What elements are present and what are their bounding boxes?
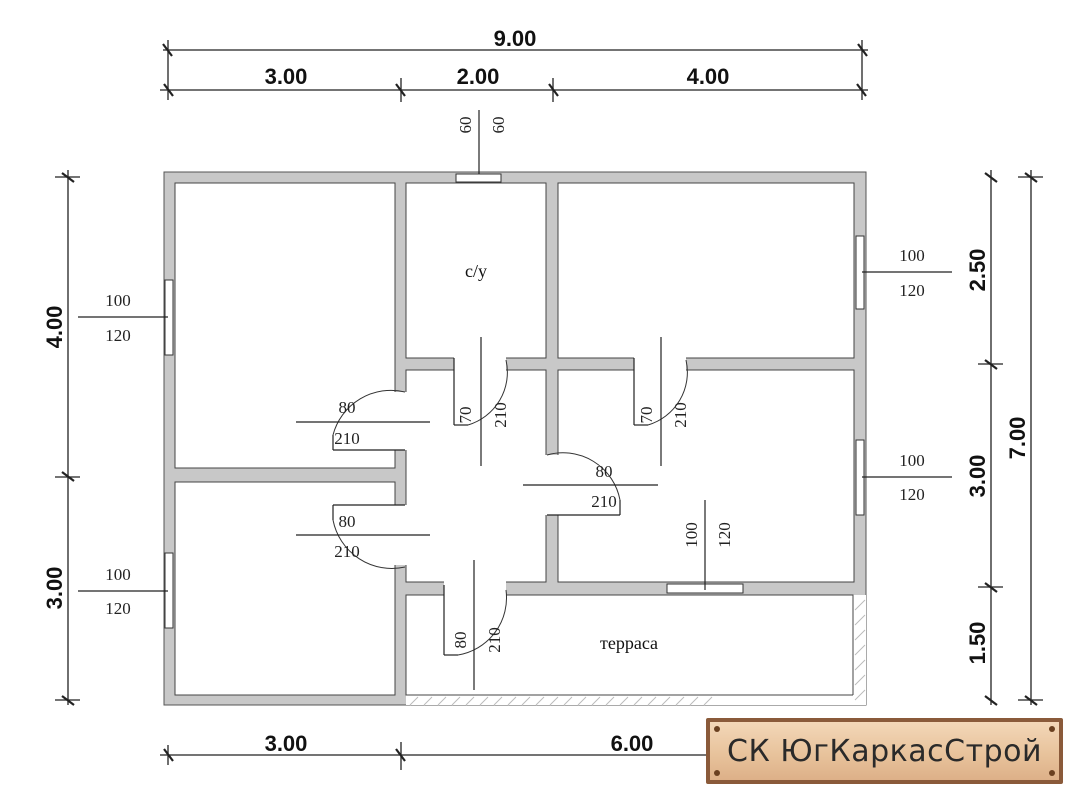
- rivet-icon: [1049, 770, 1055, 776]
- dim-right-lower: 1.50: [965, 622, 990, 665]
- right-dimensions: 2.50 3.00 1.50 7.00: [965, 170, 1043, 706]
- rivet-icon: [714, 770, 720, 776]
- window-right-upper-height: 120: [899, 281, 925, 300]
- company-logo-text: СК ЮгКаркасСтрой: [727, 733, 1042, 769]
- dim-left-upper: 4.00: [42, 306, 67, 349]
- room-label-terrace: терраса: [600, 633, 658, 653]
- dim-top-middle: 2.00: [457, 64, 500, 89]
- dim-bottom-right: 6.00: [611, 731, 654, 756]
- door-right-side-width: 80: [596, 462, 613, 481]
- window-inner-width: 100: [682, 522, 701, 548]
- door-left-lower-height: 210: [334, 542, 360, 561]
- room-terrace: [405, 594, 854, 696]
- dim-right-middle: 3.00: [965, 455, 990, 498]
- door-right-top-width: 70: [637, 407, 656, 424]
- terrace-open-edge: [406, 595, 866, 706]
- dim-top-left: 3.00: [265, 64, 308, 89]
- room-right-middle: [557, 369, 855, 583]
- company-logo-plaque: СК ЮгКаркасСтрой: [706, 718, 1063, 784]
- dim-left-lower: 3.00: [42, 567, 67, 610]
- window-left-lower-width: 100: [105, 565, 131, 584]
- door-hall-top-width: 70: [456, 407, 475, 424]
- rivet-icon: [714, 726, 720, 732]
- dim-right-upper: 2.50: [965, 249, 990, 292]
- door-terrace-height: 210: [485, 627, 504, 653]
- window-left-upper-width: 100: [105, 291, 131, 310]
- room-label-bathroom: с/у: [465, 261, 487, 281]
- doors: 80 210 80 210 70 210 70 210 80 210: [296, 337, 690, 690]
- rivet-icon: [1049, 726, 1055, 732]
- door-left-upper-height: 210: [334, 429, 360, 448]
- window-left-lower-height: 120: [105, 599, 131, 618]
- dim-bottom-left: 3.00: [265, 731, 308, 756]
- door-hall-top-height: 210: [491, 402, 510, 428]
- windows: 60 60 100 120 100 120 100 120 100 120 10…: [78, 110, 952, 629]
- room-left-upper: [174, 182, 396, 469]
- window-top-width: 60: [456, 117, 475, 134]
- room-right-upper: [557, 182, 855, 359]
- dim-top-right: 4.00: [687, 64, 730, 89]
- left-dimensions: 4.00 3.00: [42, 170, 80, 706]
- window-left-upper-height: 120: [105, 326, 131, 345]
- dim-right-total: 7.00: [1005, 417, 1030, 460]
- door-right-side-height: 210: [591, 492, 617, 511]
- dim-top-total: 9.00: [494, 26, 537, 51]
- room-left-lower: [174, 481, 396, 696]
- room-bathroom: [405, 182, 547, 359]
- door-terrace-width: 80: [451, 632, 470, 649]
- door-right-top-height: 210: [671, 402, 690, 428]
- window-top-height: 60: [489, 117, 508, 134]
- door-left-upper-width: 80: [339, 398, 356, 417]
- room-hall: [405, 369, 547, 583]
- door-left-lower-width: 80: [339, 512, 356, 531]
- rooms: [174, 182, 855, 696]
- window-inner-height: 120: [715, 522, 734, 548]
- bottom-dimensions: 3.00 6.00: [160, 731, 710, 770]
- window-right-upper-width: 100: [899, 246, 925, 265]
- window-right-middle-height: 120: [899, 485, 925, 504]
- top-dimensions: 9.00 3.00 2.00 4.00: [160, 26, 868, 102]
- window-right-middle-width: 100: [899, 451, 925, 470]
